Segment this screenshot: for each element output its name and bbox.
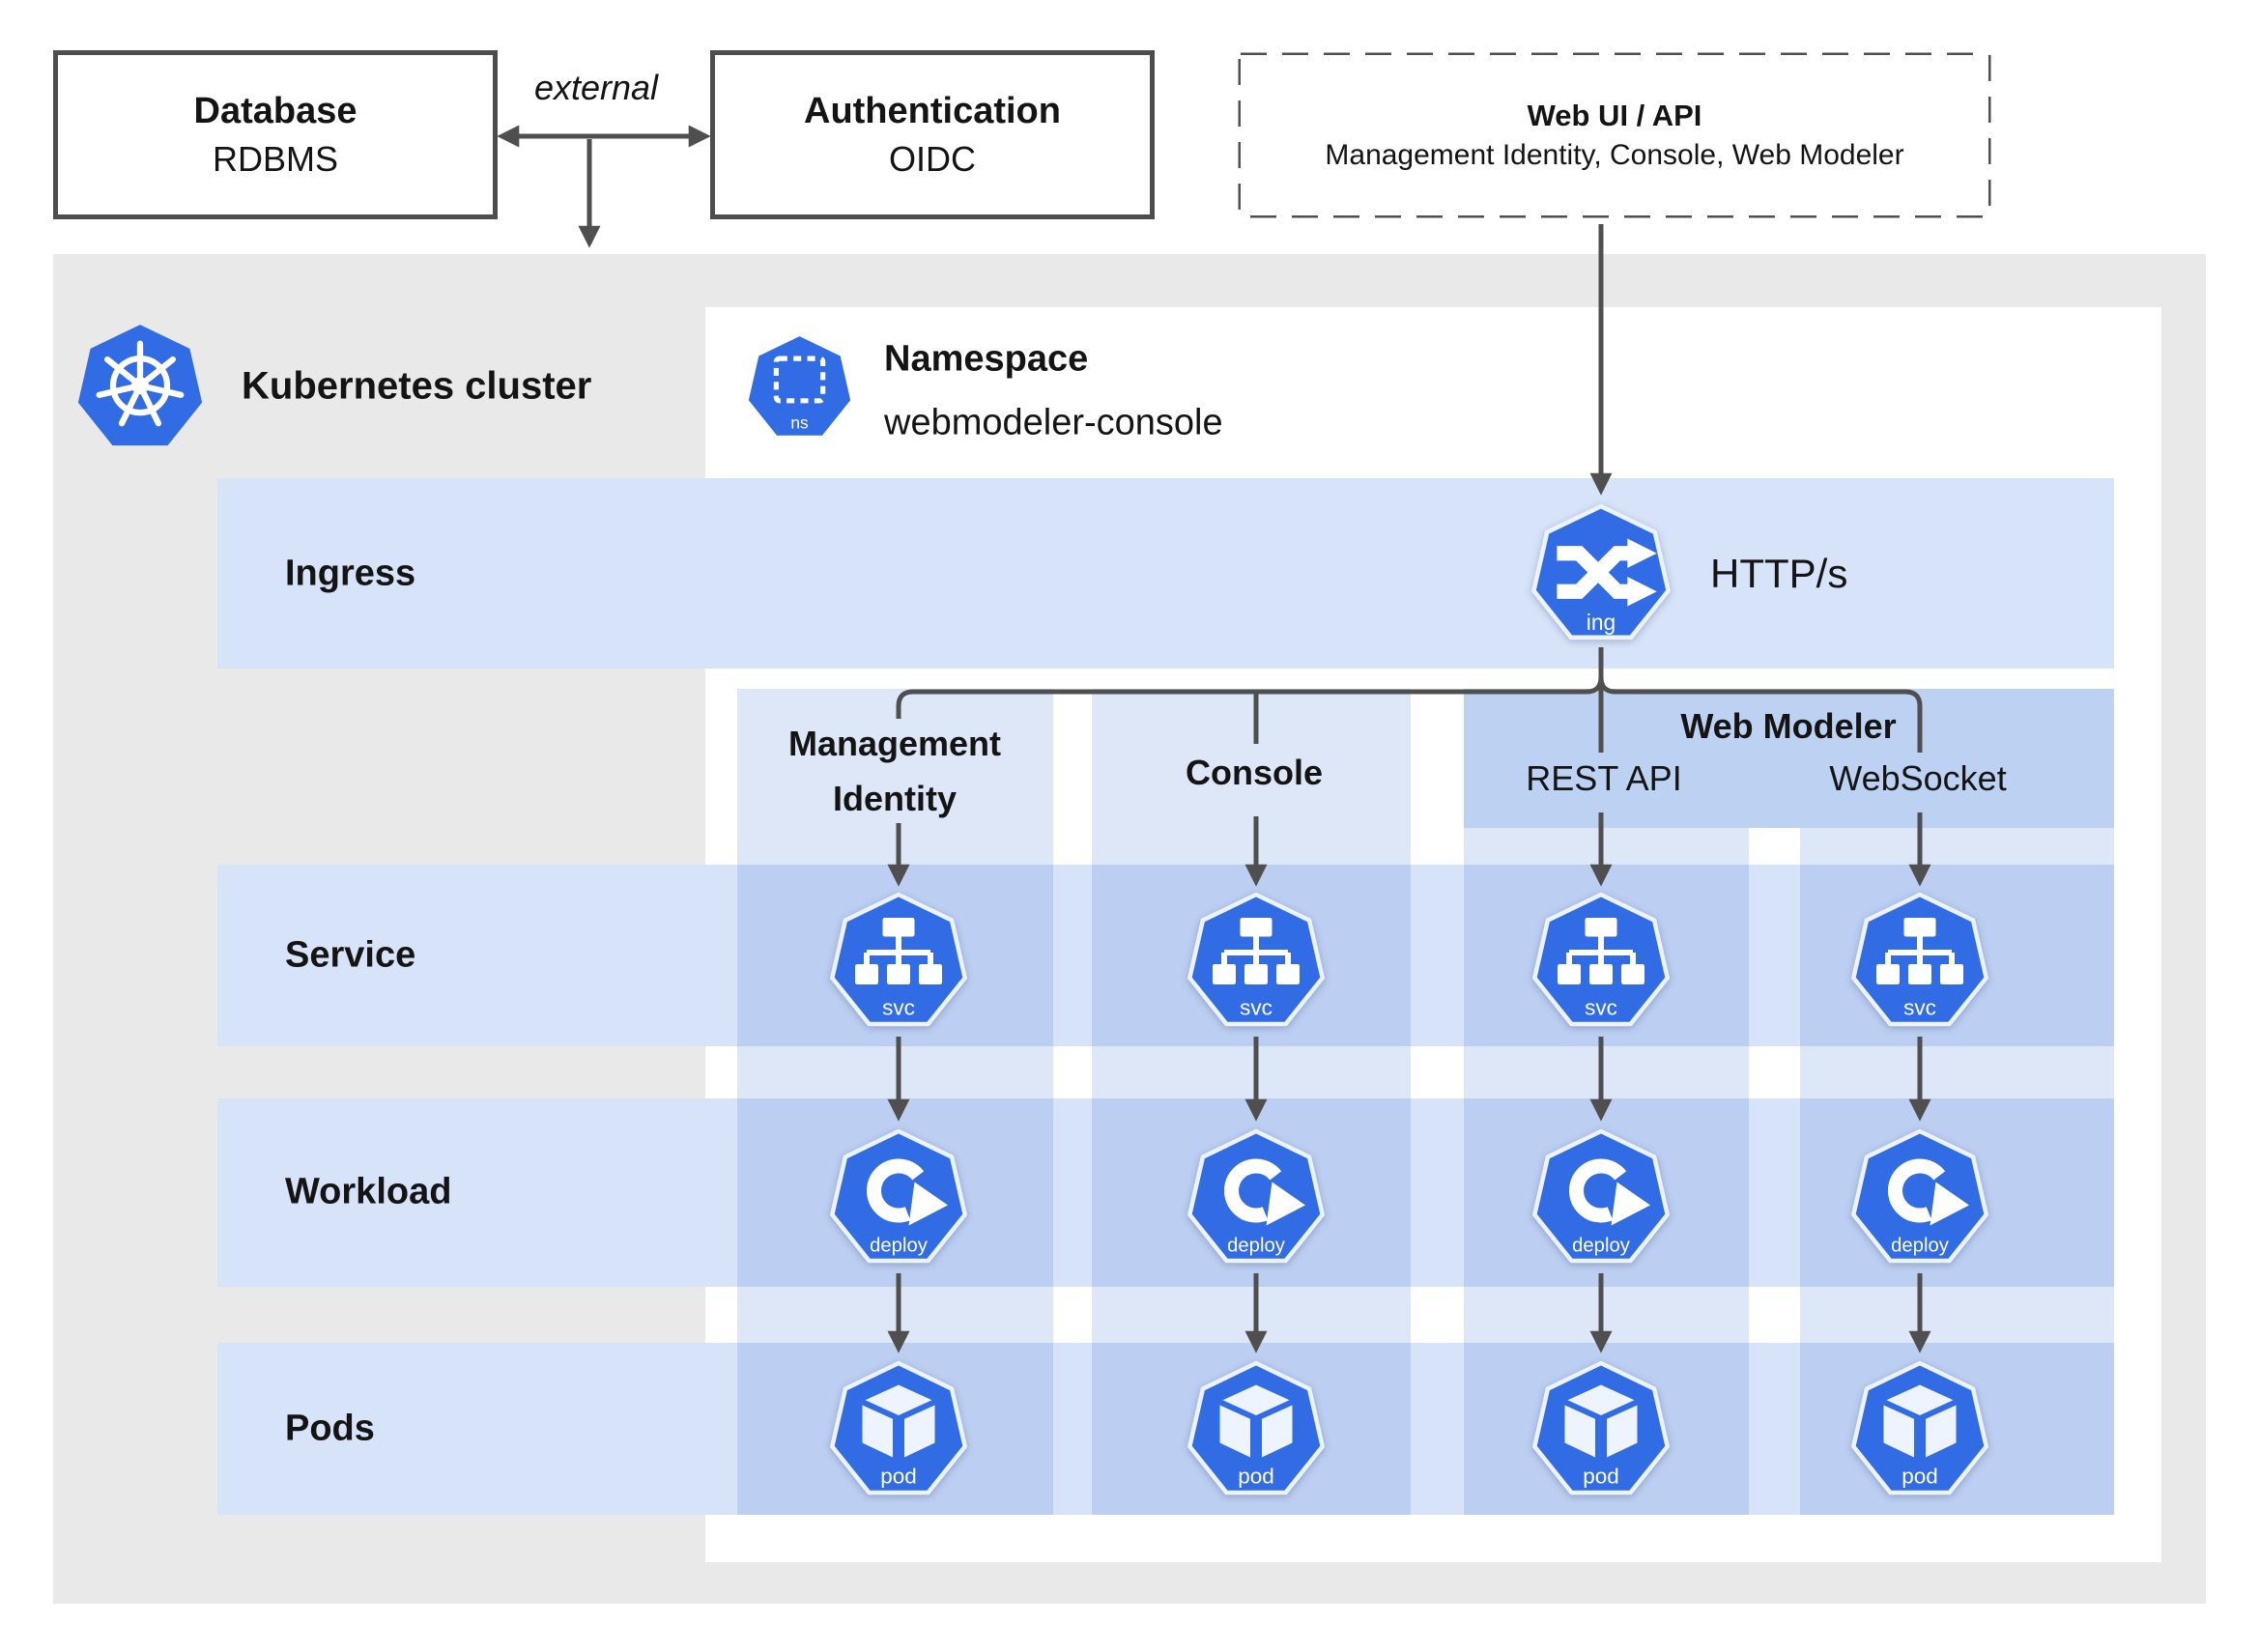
database-subtitle: RDBMS (212, 138, 338, 179)
deployment-icon-rest-api: deploy (1529, 1125, 1673, 1270)
authentication-subtitle: OIDC (889, 138, 976, 179)
pod-icon-management-identity: pod (826, 1357, 971, 1502)
pods-row-band (217, 1343, 2114, 1515)
sub-header-rest-api: REST API (1526, 758, 1682, 798)
cluster-title: Kubernetes cluster (242, 364, 592, 408)
service-badge: svc (882, 996, 915, 1020)
webui-box: Web UI / API Management Identity, Consol… (1241, 55, 1988, 215)
service-badge: svc (1903, 996, 1936, 1020)
deployment-badge: deploy (1572, 1236, 1631, 1257)
ingress-badge: ing (1587, 610, 1616, 635)
workload-row-band (217, 1098, 2114, 1287)
external-label: external (533, 68, 659, 107)
deployment-badge: deploy (1891, 1236, 1950, 1257)
column-header-management-line1: Management (787, 724, 1002, 763)
deployment-icon-console: deploy (1184, 1125, 1329, 1270)
pod-icon-websocket: pod (1847, 1357, 1992, 1502)
namespace-icon: ns (744, 330, 855, 444)
authentication-title: Authentication (804, 90, 1061, 131)
deployment-badge: deploy (870, 1236, 929, 1257)
service-icon-websocket: svc (1847, 889, 1992, 1034)
namespace-badge: ns (790, 413, 808, 433)
pod-badge: pod (1902, 1465, 1938, 1489)
service-row-band (217, 865, 2114, 1046)
web-modeler-header-band (1464, 689, 2114, 828)
http-label: HTTP/s (1710, 551, 1848, 596)
pod-icon-console: pod (1184, 1357, 1329, 1502)
service-icon-console: svc (1184, 889, 1329, 1034)
pod-badge: pod (880, 1465, 917, 1489)
column-header-console: Console (1185, 753, 1324, 792)
deployment-icon-management-identity: deploy (826, 1125, 971, 1270)
row-label-pods: Pods (285, 1408, 375, 1449)
column-header-web-modeler: Web Modeler (1680, 706, 1897, 746)
webui-subtitle: Management Identity, Console, Web Modele… (1325, 138, 1904, 171)
row-label-service: Service (285, 934, 416, 976)
deployment-badge: deploy (1227, 1236, 1286, 1257)
database-box: Database RDBMS (53, 50, 498, 219)
webui-title: Web UI / API (1527, 98, 1702, 132)
pod-badge: pod (1238, 1465, 1274, 1489)
ingress-icon: ing (1528, 500, 1674, 647)
service-badge: svc (1585, 996, 1617, 1020)
branch-left (896, 676, 1604, 719)
authentication-box: Authentication OIDC (710, 50, 1155, 219)
sub-header-websocket: WebSocket (1829, 758, 2007, 798)
deployment-icon-websocket: deploy (1847, 1125, 1992, 1270)
row-label-workload: Workload (285, 1171, 452, 1212)
ingress-row-band (217, 478, 2114, 669)
database-title: Database (193, 90, 357, 131)
kubernetes-logo-icon (72, 317, 208, 457)
namespace-name: webmodeler-console (884, 402, 1223, 443)
pod-icon-rest-api: pod (1529, 1357, 1673, 1502)
service-icon-rest-api: svc (1529, 889, 1673, 1034)
column-header-management-line2: Identity (832, 779, 958, 818)
namespace-title: Namespace (884, 338, 1089, 380)
row-label-ingress: Ingress (285, 553, 416, 594)
service-badge: svc (1240, 996, 1272, 1020)
pod-badge: pod (1583, 1465, 1619, 1489)
branch-right (1598, 676, 1923, 753)
service-icon-management-identity: svc (826, 889, 971, 1034)
